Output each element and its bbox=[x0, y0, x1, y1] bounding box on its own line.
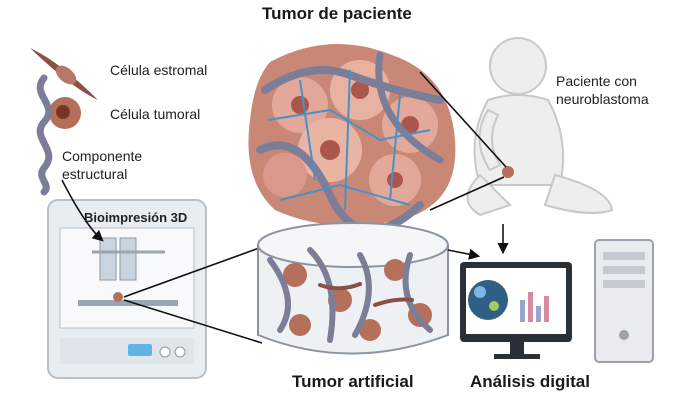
patient-label-line1: Paciente con bbox=[556, 73, 637, 89]
artificial-tumor-title: Tumor artificial bbox=[292, 372, 414, 391]
digital-analysis-title: Análisis digital bbox=[470, 372, 590, 391]
structural-component-label-line1: Componente bbox=[62, 148, 143, 164]
computer-illustration bbox=[460, 239, 654, 363]
stromal-cell-icon bbox=[30, 48, 98, 100]
bioprinting-title: Bioimpresión 3D bbox=[84, 210, 188, 225]
structural-component-label-line2: estructural bbox=[62, 166, 128, 182]
artificial-tumor-dish bbox=[257, 222, 449, 355]
tumor-cell-label: Célula tumoral bbox=[110, 106, 201, 122]
structural-component-icon bbox=[36, 74, 53, 196]
patient-illustration bbox=[466, 37, 614, 217]
patient-tumor-illustration bbox=[248, 44, 456, 234]
stromal-cell-label: Célula estromal bbox=[110, 62, 208, 78]
patient-label-line2: neuroblastoma bbox=[556, 91, 649, 107]
tumor-cell-icon bbox=[49, 97, 81, 129]
patient-tumor-site bbox=[502, 166, 514, 178]
patient-tumor-title: Tumor de paciente bbox=[262, 4, 412, 23]
bioprinter-illustration bbox=[47, 199, 207, 379]
